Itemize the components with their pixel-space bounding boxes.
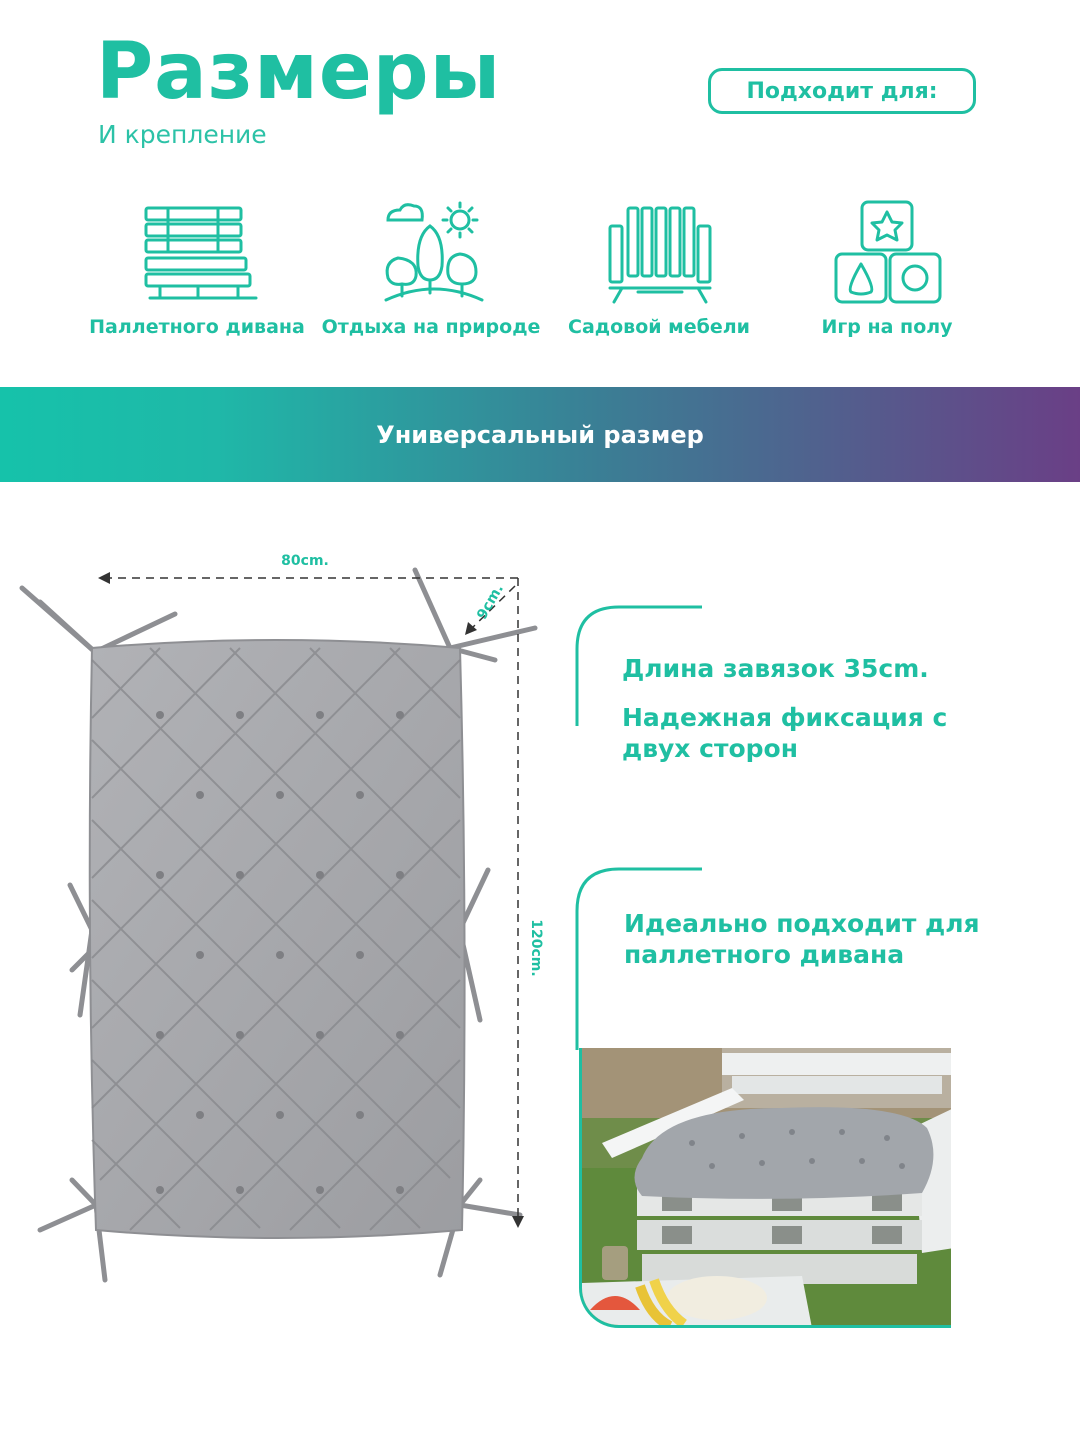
feature-label-pallet-sofa: Паллетного дивана — [89, 316, 305, 338]
nature-icon — [384, 201, 484, 302]
pallet-sofa-photo — [579, 1048, 951, 1328]
thickness-label: 9cm. — [474, 582, 507, 623]
cushion-tufting — [91, 647, 461, 1231]
feature-label-garden-furniture: Садовой мебели — [568, 316, 750, 338]
floor-games-icon — [834, 200, 942, 304]
dimension-lines — [104, 577, 519, 1220]
feature-label-nature: Отдыха на природе — [321, 316, 541, 338]
universal-size-banner: Универсальный размер — [0, 387, 1080, 482]
page-subtitle: И крепление — [98, 120, 267, 149]
info-corner-line-top — [575, 605, 702, 726]
suits-for-badge: Подходит для: — [708, 68, 976, 114]
feature-label-floor-games: Игр на полу — [821, 316, 953, 338]
fixation-text: Надежная фиксация с двух сторон — [622, 703, 948, 764]
banner-text: Универсальный размер — [376, 420, 704, 449]
pallet-sofa-icon — [144, 206, 258, 300]
garden-furniture-icon — [608, 206, 712, 304]
page-title: Размеры — [96, 27, 502, 117]
width-label: 80cm. — [281, 553, 329, 569]
cushion-illustration: 80cm. 120cm. 9cm. — [19, 553, 544, 1283]
height-label: 120cm. — [528, 919, 544, 976]
cushion-body — [88, 639, 466, 1239]
pallet-sofa-photo-image — [582, 1048, 951, 1325]
ideal-for-pallet-sofa-text: Идеально подходит для паллетного дивана — [624, 909, 980, 970]
ties-length-text: Длина завязок 35cm. — [622, 654, 929, 683]
info-corner-line-bottom — [575, 867, 702, 1050]
